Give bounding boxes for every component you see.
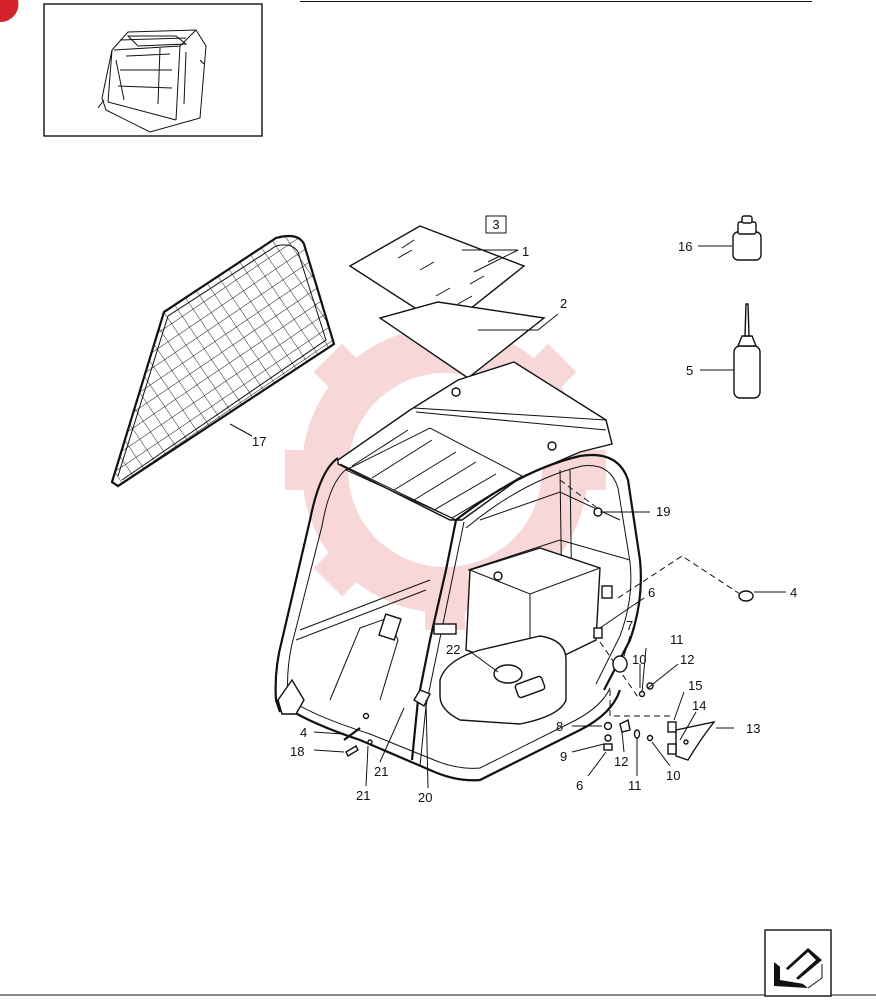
callout-labels: 1 2 16 5 17 19 4 6 7 11 12 10 22 15 14 1… <box>252 239 797 805</box>
callout-1: 1 <box>522 244 529 259</box>
callout-10-bottom: 10 <box>666 768 680 783</box>
next-page-arrow-icon[interactable] <box>764 929 832 997</box>
callout-17: 17 <box>252 434 266 449</box>
corner-marker <box>0 0 19 23</box>
callout-16: 16 <box>678 239 692 254</box>
cab-frame[interactable] <box>274 361 642 782</box>
callout-10-top: 10 <box>632 652 646 667</box>
callout-5: 5 <box>686 363 693 378</box>
callout-6-bottom: 6 <box>576 778 583 793</box>
callout-20: 20 <box>418 790 432 805</box>
callout-11-bottom: 11 <box>628 778 642 793</box>
callout-13: 13 <box>746 721 760 736</box>
callout-22: 22 <box>446 642 460 657</box>
roof-glass[interactable] <box>348 225 526 329</box>
callout-15: 15 <box>688 678 702 693</box>
callout-21-a: 21 <box>374 764 388 779</box>
callout-11-top: 11 <box>670 632 684 647</box>
callout-8: 8 <box>556 719 563 734</box>
hinge-plate[interactable] <box>667 720 716 761</box>
callout-6-top: 6 <box>648 585 655 600</box>
callout-19: 19 <box>656 504 670 519</box>
callout-7: 7 <box>626 618 633 633</box>
sealant-jar[interactable] <box>732 215 762 261</box>
callout-2: 2 <box>560 296 567 311</box>
callout-box-3: 3 <box>485 215 507 234</box>
callout-12-bottom: 12 <box>614 754 628 769</box>
cab-thumbnail-icon[interactable] <box>43 3 263 137</box>
callout-12-top: 12 <box>680 652 694 667</box>
roof-seal[interactable] <box>378 301 546 379</box>
sealant-bottle[interactable] <box>733 303 761 399</box>
callout-4-left: 4 <box>300 725 307 740</box>
grommet[interactable] <box>738 590 754 602</box>
callout-21-b: 21 <box>356 788 370 803</box>
leader-lines <box>229 245 786 789</box>
svg-text:3: 3 <box>492 217 499 232</box>
callout-18: 18 <box>290 744 304 759</box>
mesh-screen[interactable] <box>110 234 336 488</box>
callout-4-right: 4 <box>790 585 797 600</box>
pins-left[interactable] <box>343 712 373 757</box>
callout-14: 14 <box>692 698 706 713</box>
hardware-fasteners[interactable] <box>593 627 654 751</box>
callout-9: 9 <box>560 749 567 764</box>
